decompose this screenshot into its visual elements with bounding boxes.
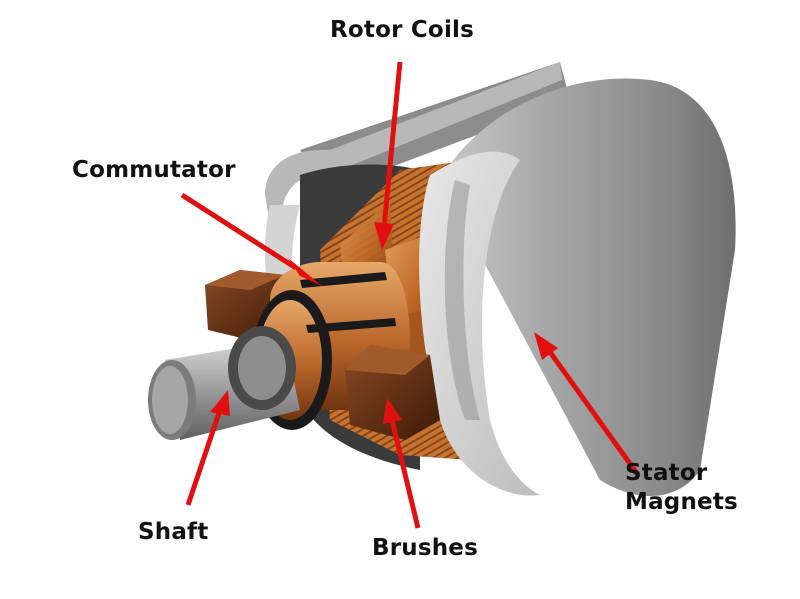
stator-magnets <box>419 78 736 497</box>
brush-front <box>345 345 440 440</box>
label-rotor-coils: Rotor Coils <box>330 17 474 43</box>
label-stator-magnets: Stator Magnets <box>625 459 738 517</box>
arrow-brushes <box>383 398 421 529</box>
label-stator-line1: Stator <box>625 460 708 486</box>
label-stator-line2: Magnets <box>625 488 738 515</box>
label-shaft: Shaft <box>138 519 209 545</box>
shaft <box>148 326 300 440</box>
label-commutator: Commutator <box>72 157 236 183</box>
arrow-rotor-coils <box>374 61 403 250</box>
arrow-stator-magnets <box>534 332 641 477</box>
arrow-shaft <box>185 390 230 506</box>
label-brushes: Brushes <box>372 535 479 561</box>
arrow-commutator <box>180 192 322 286</box>
